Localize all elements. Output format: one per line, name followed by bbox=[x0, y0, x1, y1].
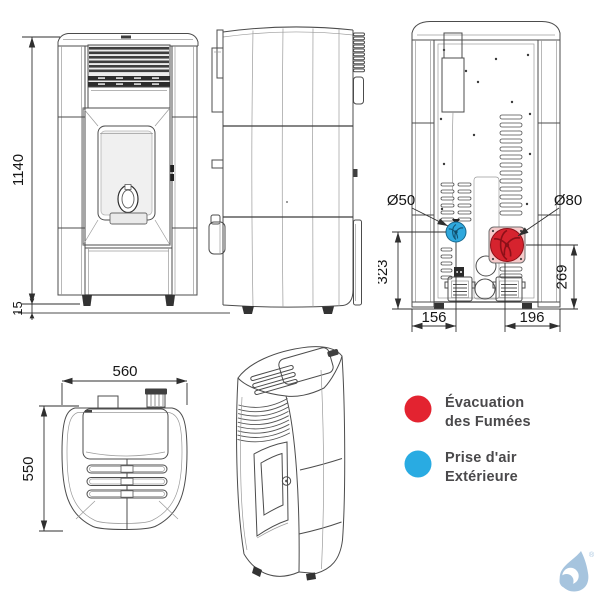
front-feet bbox=[82, 294, 175, 306]
top-louvers bbox=[86, 459, 168, 529]
front-dimensions: 1140 15 bbox=[10, 36, 230, 320]
flue-height-label: 269 bbox=[554, 264, 571, 289]
top-dimensions: 560 550 bbox=[20, 363, 188, 532]
power-socket bbox=[454, 267, 464, 277]
door-handle-3d bbox=[281, 476, 292, 486]
legend-air-line1: Prise d'air bbox=[445, 450, 517, 466]
front-height-label: 1140 bbox=[10, 154, 27, 186]
front-top-cap bbox=[57, 33, 199, 47]
brand-logo: ® bbox=[548, 546, 596, 596]
smoke-exhaust-dot-icon bbox=[404, 395, 432, 423]
front-door bbox=[82, 107, 174, 246]
bottom-grille-right bbox=[492, 276, 526, 302]
air-height-label: 323 bbox=[378, 259, 391, 284]
rear-view-drawing: Ø50 Ø80 323 269 156 196 bbox=[378, 21, 582, 332]
side-panel-seams bbox=[223, 28, 353, 309]
pellet-chute bbox=[443, 32, 463, 59]
rear-chute-top bbox=[97, 395, 119, 409]
front-view: 1140 15 bbox=[10, 20, 240, 320]
flue-diameter-label: Ø80 bbox=[554, 192, 582, 209]
top-view-drawing: 560 550 bbox=[20, 363, 188, 532]
top-louvers-3d bbox=[250, 364, 298, 396]
rear-view: Ø50 Ø80 323 269 156 196 bbox=[378, 15, 600, 345]
legend-item-air-intake: Prise d'air Extérieure bbox=[404, 449, 589, 487]
hopper-lid bbox=[82, 408, 169, 460]
side-view-drawing bbox=[208, 26, 365, 314]
bottom-grille-left bbox=[444, 276, 476, 302]
legend-label-smoke-exhaust: Évacuation des Fumées bbox=[445, 394, 531, 432]
flue-collar-3d bbox=[327, 349, 339, 357]
flue-collar-top bbox=[145, 388, 167, 408]
side-view bbox=[205, 20, 375, 320]
air-inlet-port bbox=[445, 219, 467, 243]
legend-smoke-line1: Évacuation bbox=[445, 395, 525, 411]
side-rear-fins bbox=[353, 32, 365, 306]
door-latch bbox=[170, 165, 174, 172]
side-front-details bbox=[208, 29, 226, 255]
ash-pan-handle bbox=[208, 221, 226, 255]
fan-opening-lower bbox=[474, 278, 496, 300]
legend-item-smoke-exhaust: Évacuation des Fumées bbox=[404, 394, 589, 432]
legend-air-line2: Extérieure bbox=[445, 469, 518, 485]
rear-top-cap bbox=[411, 21, 561, 41]
air-offset-label: 156 bbox=[421, 309, 446, 326]
hopper-lid-3d bbox=[278, 347, 334, 385]
top-view: 560 550 bbox=[15, 355, 215, 580]
legend: Évacuation des Fumées Prise d'air Extéri… bbox=[404, 394, 589, 504]
water-drop-logo-icon: ® bbox=[559, 551, 595, 592]
door-handle bbox=[117, 184, 139, 214]
flue-outlet-port bbox=[488, 226, 526, 264]
flue-offset-label: 196 bbox=[519, 309, 544, 326]
legend-label-air-intake: Prise d'air Extérieure bbox=[445, 449, 518, 487]
registered-trademark: ® bbox=[589, 551, 595, 559]
front-lower-panel bbox=[84, 247, 173, 296]
top-width-label: 560 bbox=[112, 363, 137, 380]
fan-opening-upper bbox=[475, 255, 497, 277]
air-intake-dot-icon bbox=[404, 450, 432, 478]
rear-dimensions: Ø50 Ø80 323 269 156 196 bbox=[378, 192, 582, 332]
panel-screws bbox=[439, 48, 532, 211]
top-depth-label: 550 bbox=[20, 456, 37, 481]
perspective-view-drawing bbox=[236, 346, 346, 581]
air-diameter-label: Ø50 bbox=[387, 192, 415, 209]
front-air-grille bbox=[87, 44, 171, 88]
front-mid-band bbox=[87, 86, 171, 109]
front-view-drawing: 1140 15 bbox=[10, 33, 230, 320]
front-side-columns bbox=[57, 45, 198, 296]
front-floor-gap-label: 15 bbox=[10, 301, 25, 315]
legend-smoke-line2: des Fumées bbox=[445, 414, 531, 430]
door-3d bbox=[253, 441, 292, 537]
perspective-view bbox=[228, 342, 363, 587]
front-grille-3d bbox=[237, 398, 291, 443]
